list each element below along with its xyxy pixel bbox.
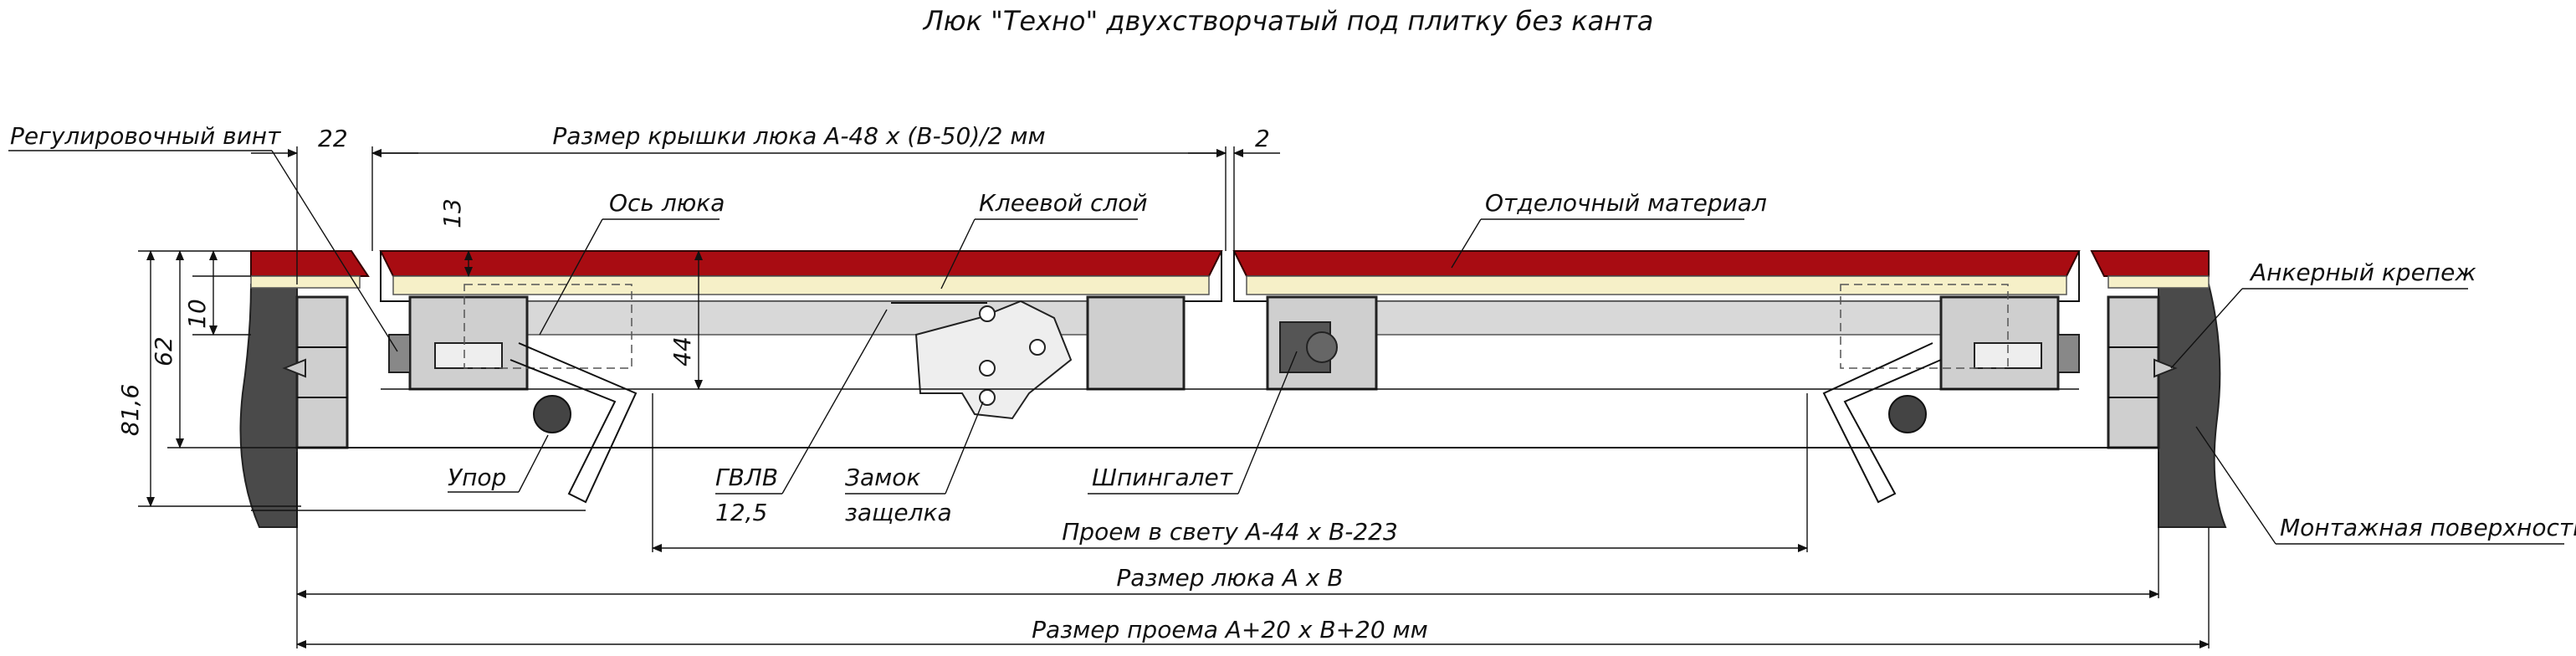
tile-right-leaf (1232, 250, 2081, 277)
tile-left-edge (250, 250, 370, 277)
drawing-title: Люк "Техно" двухстворчатый под плитку бе… (923, 5, 1654, 37)
left-mount-surface (239, 284, 298, 528)
anchor-left (282, 358, 306, 378)
label-cover-size: Размер крышки люка А-48 х (В-50)/2 мм (552, 122, 1045, 150)
stop-left (533, 395, 571, 433)
label-glue-layer: Клеевой слой (979, 189, 1148, 217)
glue-layer-right (1246, 275, 2067, 295)
label-anchor: Анкерный крепеж (2249, 259, 2476, 286)
adjust-screw-body-left (434, 342, 503, 369)
label-gvl-thickness: 12,5 (715, 499, 767, 526)
bolt-knob (1306, 331, 1338, 363)
label-mount-surface: Монтажная поверхность (2280, 514, 2576, 541)
label-hatch-size: Размер люка А х В (1116, 564, 1343, 592)
label-bolt: Шпингалет (1092, 464, 1233, 491)
dim-62: 62 (150, 336, 177, 366)
dim-22: 22 (318, 125, 348, 152)
label-lock-line2: защелка (845, 499, 952, 526)
glue-layer-left (392, 275, 1210, 295)
tile-left-leaf (379, 250, 1223, 277)
frame-profile-right (2107, 295, 2160, 449)
glue-layer-wall-left (250, 275, 361, 289)
dim-2: 2 (1255, 125, 1270, 152)
dim-816: 81,6 (116, 384, 144, 436)
label-clear-opening: Проем в свету А-44 х В-223 (1062, 518, 1398, 546)
anchor-right (2153, 358, 2178, 378)
label-finish-material: Отделочный материал (1485, 189, 1767, 217)
adjust-screw-head-right (2057, 334, 2080, 373)
glue-layer-wall-right (2107, 275, 2210, 289)
label-adjust-screw: Регулировочный винт (10, 122, 281, 150)
center-profile-left (1086, 295, 1186, 391)
right-mount-surface (2158, 284, 2227, 528)
gvl-board-right (1355, 300, 2009, 336)
tile-right-edge (2090, 250, 2210, 277)
adjust-screw-head-left (388, 334, 411, 373)
label-gvl: ГВЛВ (715, 464, 778, 491)
dim-13: 13 (438, 198, 466, 228)
dim-44: 44 (668, 336, 696, 366)
dim-10: 10 (183, 299, 211, 329)
hinge-arm-left (510, 342, 638, 504)
label-hatch-axis: Ось люка (609, 189, 725, 217)
label-stop: Упор (448, 464, 506, 491)
label-opening-size: Размер проема А+20 х В+20 мм (1032, 616, 1428, 643)
hinge-arm-right (1822, 342, 1942, 504)
stop-right (1888, 395, 1927, 433)
frame-bracket-left (408, 295, 529, 391)
label-lock-line1: Замок (845, 464, 920, 491)
